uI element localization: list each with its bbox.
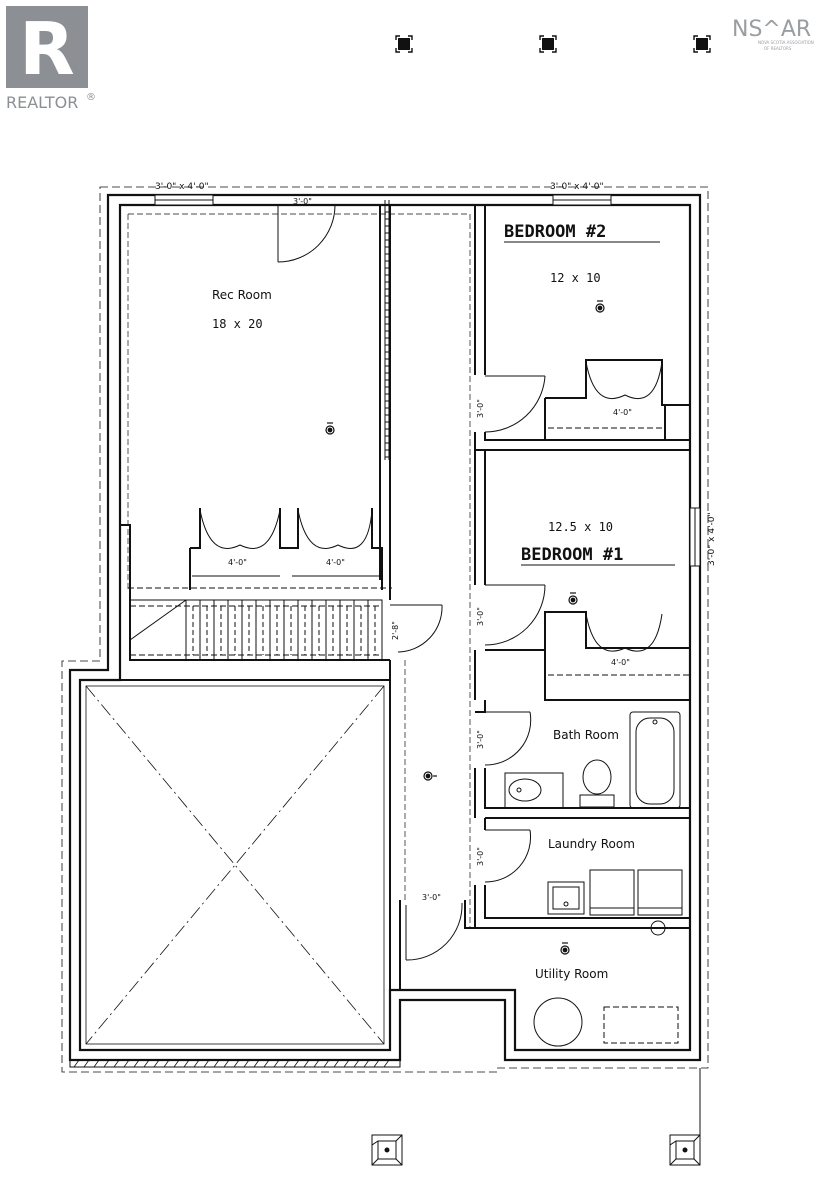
realtor-registered-mark: ®	[86, 92, 96, 103]
bedroom2-size: 12 x 10	[550, 271, 601, 285]
washer	[589, 869, 635, 916]
nsar-wordmark: NS^AR	[732, 17, 811, 42]
bed2-door	[484, 375, 546, 433]
room-labels: Rec Room 18 x 20 BEDROOM #2 12 x 10 12.5…	[212, 222, 675, 981]
door-bed1-dim: 3'-0"	[476, 607, 485, 626]
bath-door	[484, 711, 532, 766]
bedroom1-name: BEDROOM #1	[521, 545, 623, 565]
closet-rec-1-dim: 4'-0"	[228, 558, 247, 567]
light-fixture-icon	[595, 300, 605, 313]
realtor-logo-letter: R	[19, 7, 74, 91]
closet-door-bed2	[548, 361, 665, 429]
rec-door	[277, 204, 336, 263]
floor-drain	[650, 920, 666, 936]
light-fixtures	[325, 300, 605, 955]
door-utility-dim: 3'-0"	[422, 893, 441, 902]
light-fixture-icon	[325, 422, 335, 435]
laundry-fixtures	[547, 869, 683, 916]
rec-room-name: Rec Room	[212, 288, 272, 302]
dryer	[637, 869, 683, 916]
dimension-labels: 3'-0" x 4'-0" 3'-0" x 4'-0" 3'-0" x 4'-0…	[155, 182, 717, 902]
nsar-subtitle-2: OF REALTORS	[764, 46, 792, 51]
toilet	[579, 759, 615, 808]
window-right	[689, 507, 701, 567]
bath-fixtures	[504, 711, 681, 809]
bathtub	[629, 711, 681, 809]
realtor-logo: R REALTOR ®	[6, 6, 96, 112]
bath-sink	[504, 772, 564, 809]
foundation-outline	[61, 186, 709, 1073]
closet-door-rec-1	[192, 509, 281, 577]
post-footing-icon	[669, 1134, 701, 1166]
laundry-sink	[547, 881, 585, 915]
rec-door-dim: 3'-0"	[293, 197, 312, 206]
expand-icon[interactable]	[539, 35, 557, 53]
door-laundry-dim: 3'-0"	[476, 847, 485, 866]
nsar-logo: NS^AR NOVA SCOTIA ASSOCIATION OF REALTOR…	[732, 17, 814, 51]
unexcavated-area	[79, 679, 391, 1051]
stair-door	[390, 604, 443, 653]
doors	[192, 204, 690, 961]
closet-bed1-dim: 4'-0"	[611, 658, 630, 667]
hallway-guides	[404, 440, 471, 928]
garage-front-hatch	[69, 1059, 401, 1068]
laundry-door	[484, 829, 532, 883]
window-top-left-dim: 3'-0" x 4'-0"	[155, 182, 209, 192]
furnace	[603, 1006, 679, 1044]
expand-icon[interactable]	[395, 35, 413, 53]
realtor-logo-icon	[6, 6, 88, 88]
rec-room-outline	[127, 213, 471, 590]
realtor-wordmark: REALTOR	[6, 93, 78, 112]
light-fixture-icon	[568, 592, 578, 605]
closet-bed2-dim: 4'-0"	[613, 408, 632, 417]
bed1-door	[484, 584, 546, 646]
utility-room-name: Utility Room	[535, 967, 608, 981]
nsar-subtitle-1: NOVA SCOTIA ASSOCIATION	[758, 40, 814, 45]
door-bed2-dim: 3'-0"	[476, 399, 485, 418]
bedroom2-name: BEDROOM #2	[504, 222, 606, 242]
light-fixture-icon	[560, 942, 570, 955]
closet-door-rec-2	[292, 509, 380, 577]
closet-door-bed1	[548, 613, 690, 676]
bedroom1-size: 12.5 x 10	[548, 520, 613, 534]
utility-door	[405, 902, 463, 961]
expand-icon[interactable]	[693, 35, 711, 53]
windows	[154, 194, 701, 567]
interior-walls	[120, 205, 690, 990]
post-footing-icon	[371, 1134, 403, 1166]
utility-fixtures	[533, 920, 679, 1047]
door-bath-dim: 3'-0"	[476, 730, 485, 749]
window-right-dim: 3'-0" x 4'-0"	[707, 512, 717, 566]
post-footings	[371, 1068, 701, 1166]
bath-room-name: Bath Room	[553, 728, 619, 742]
closet-rec-2-dim: 4'-0"	[326, 558, 345, 567]
door-stair-dim: 2'-8"	[391, 621, 400, 640]
water-tank	[533, 997, 583, 1047]
handrail	[384, 200, 390, 460]
light-fixture-icon	[423, 771, 437, 781]
window-top-right	[552, 194, 612, 206]
staircase	[128, 587, 392, 661]
expand-icons	[395, 35, 711, 53]
laundry-room-name: Laundry Room	[548, 837, 635, 851]
window-top-left	[154, 194, 214, 206]
rec-room-size: 18 x 20	[212, 317, 263, 331]
window-top-right-dim: 3'-0" x 4'-0"	[550, 182, 604, 192]
